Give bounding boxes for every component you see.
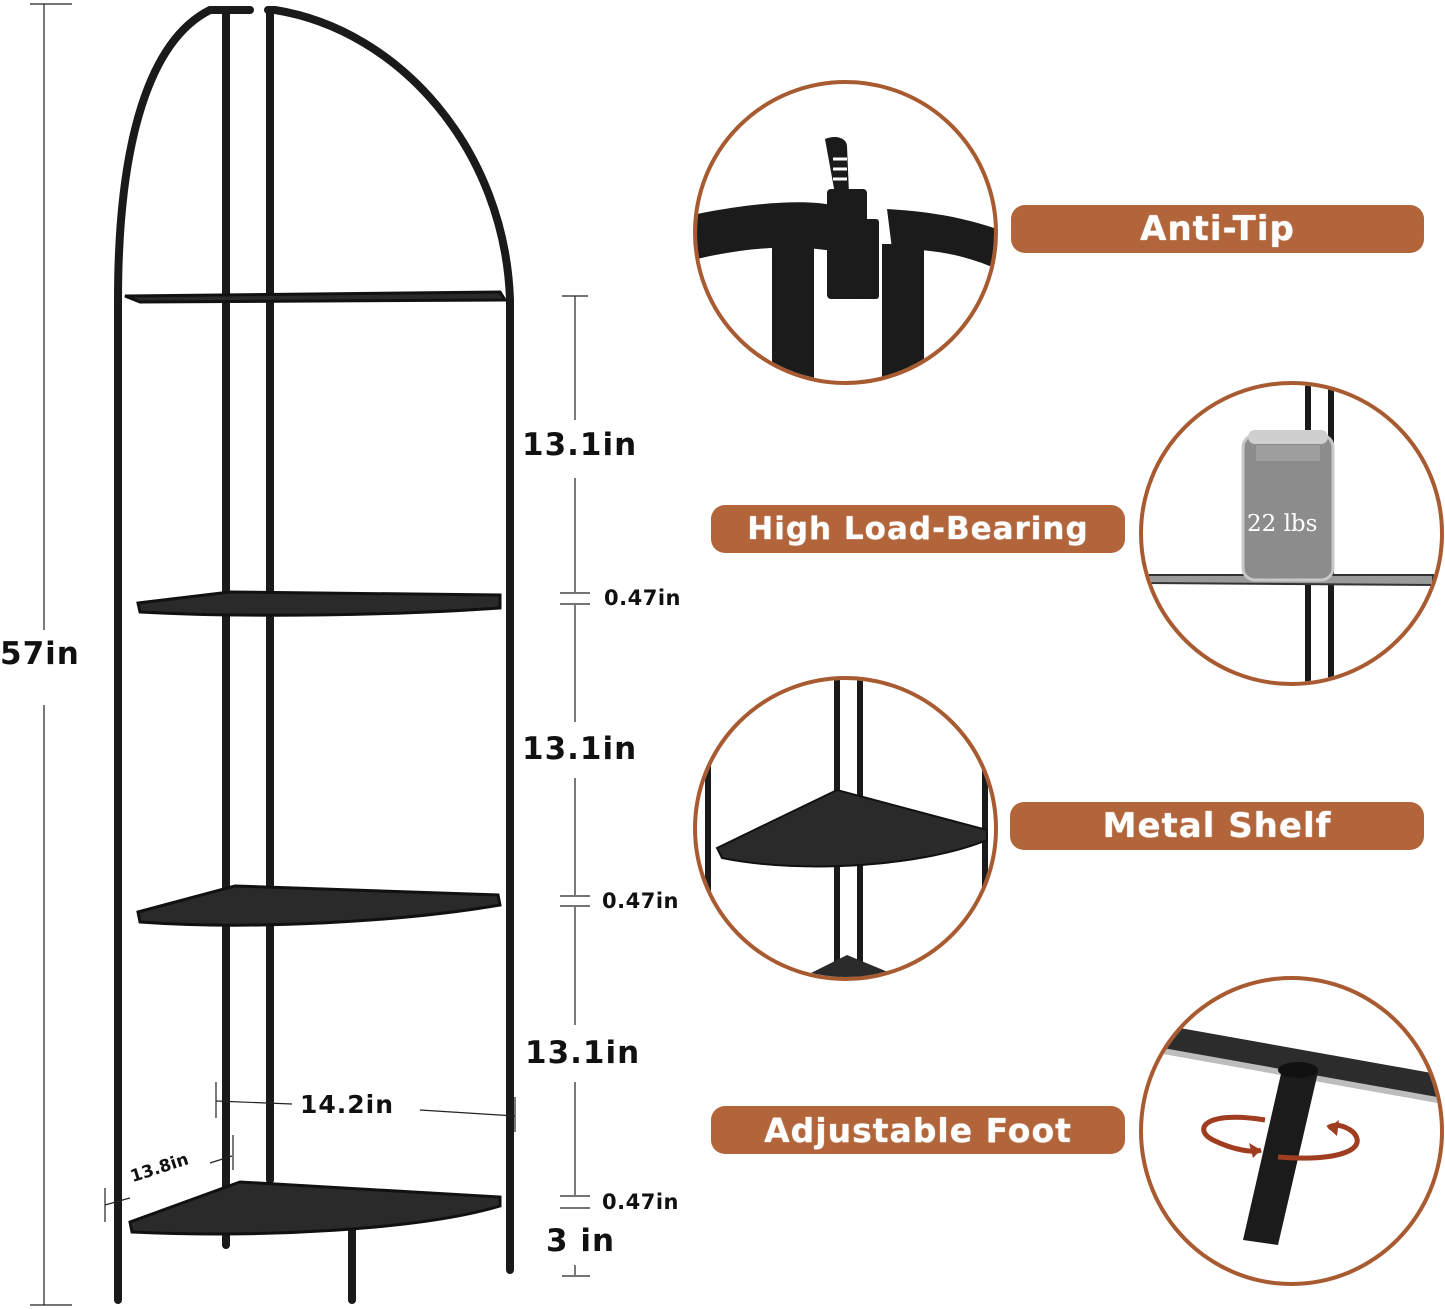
feature-high-load-bearing: High Load-Bearing: [711, 505, 1125, 553]
shelf-thickness-label-3: 0.47in: [602, 1190, 679, 1214]
shelf-spacing-label-1: 13.1in: [522, 427, 638, 463]
shelf-spacing-label-3: 13.1in: [525, 1035, 641, 1071]
weight-on-shelf-icon: [1147, 385, 1434, 682]
shelf-thickness-label-1: 0.47in: [604, 586, 681, 610]
foot-height-label: 3 in: [546, 1223, 616, 1259]
shelf-thickness-label-2: 0.47in: [602, 889, 679, 913]
shelf-illustration: [0, 0, 720, 1310]
load-capacity-label: 22 lbs: [1247, 511, 1318, 537]
shelf-spacing-label-2: 13.1in: [522, 731, 638, 767]
metal-shelf-icon: [705, 680, 988, 977]
feature-anti-tip: Anti-Tip: [1011, 205, 1424, 253]
total-height-label: 57in: [0, 636, 80, 672]
anti-tip-strap-icon: [697, 136, 994, 381]
metal-shelf-detail-image: [693, 676, 998, 981]
load-bearing-detail-image: 22 lbs: [1139, 381, 1444, 686]
width-label: 14.2in: [300, 1090, 395, 1119]
corner-shelf-drawing: [30, 3, 590, 1306]
feature-adjustable-foot: Adjustable Foot: [711, 1106, 1125, 1154]
adjustable-foot-detail-image: [1139, 976, 1444, 1286]
adjustable-foot-icon: [1163, 1025, 1440, 1245]
feature-metal-shelf: Metal Shelf: [1010, 802, 1424, 850]
anti-tip-detail-image: [693, 80, 998, 385]
